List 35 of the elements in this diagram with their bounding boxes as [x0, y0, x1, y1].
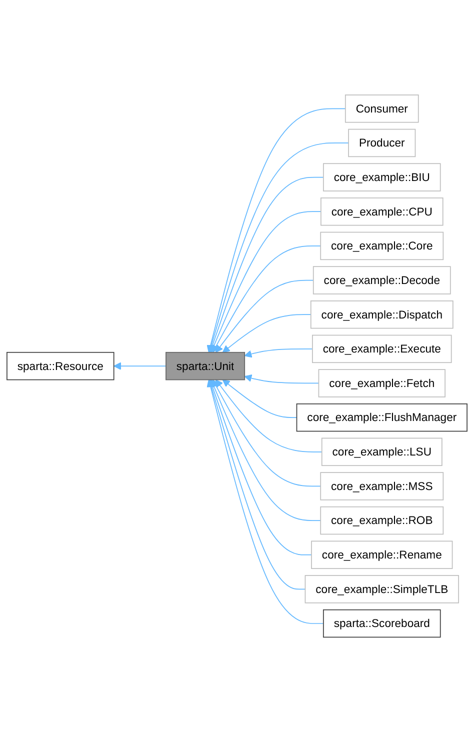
node-box: core_example::MSS — [320, 472, 444, 500]
node-box: Producer — [348, 128, 416, 157]
arrow — [244, 348, 313, 358]
arrow — [208, 379, 306, 590]
arrow — [210, 379, 322, 521]
node-box: core_example::CPU — [320, 197, 444, 226]
arrow — [114, 362, 166, 370]
arrow — [208, 176, 324, 353]
node-box: sparta::Scoreboard — [322, 609, 441, 638]
node-box: core_example::Core — [320, 232, 444, 260]
node-box: core_example::Fetch — [318, 369, 446, 398]
arrow — [210, 211, 322, 353]
arrow — [208, 142, 349, 353]
arrow — [206, 379, 324, 624]
node-box: core_example::Dispatch — [310, 300, 454, 329]
arrow — [222, 314, 312, 353]
node-box: Consumer — [344, 94, 419, 123]
node-box: core_example::BIU — [323, 163, 441, 192]
arrow — [222, 379, 298, 418]
arrow — [244, 374, 320, 384]
arrow — [215, 280, 314, 353]
node-box: core_example::Execute — [312, 334, 452, 363]
arrow — [212, 379, 322, 487]
arrow — [212, 245, 322, 353]
node-box: core_example::Rename — [311, 540, 453, 569]
node-box: core_example::FlushManager — [296, 403, 468, 432]
node-box: core_example::SimpleTLB — [304, 574, 459, 604]
arrow — [208, 379, 312, 556]
arrow — [206, 108, 346, 353]
node-box: core_example::Decode — [312, 266, 451, 294]
node-box: sparta::Unit — [166, 352, 246, 380]
node-box: sparta::Resource — [6, 352, 114, 380]
node-box: core_example::LSU — [321, 438, 442, 466]
arrow — [215, 379, 322, 452]
node-box: core_example::ROB — [320, 506, 444, 535]
